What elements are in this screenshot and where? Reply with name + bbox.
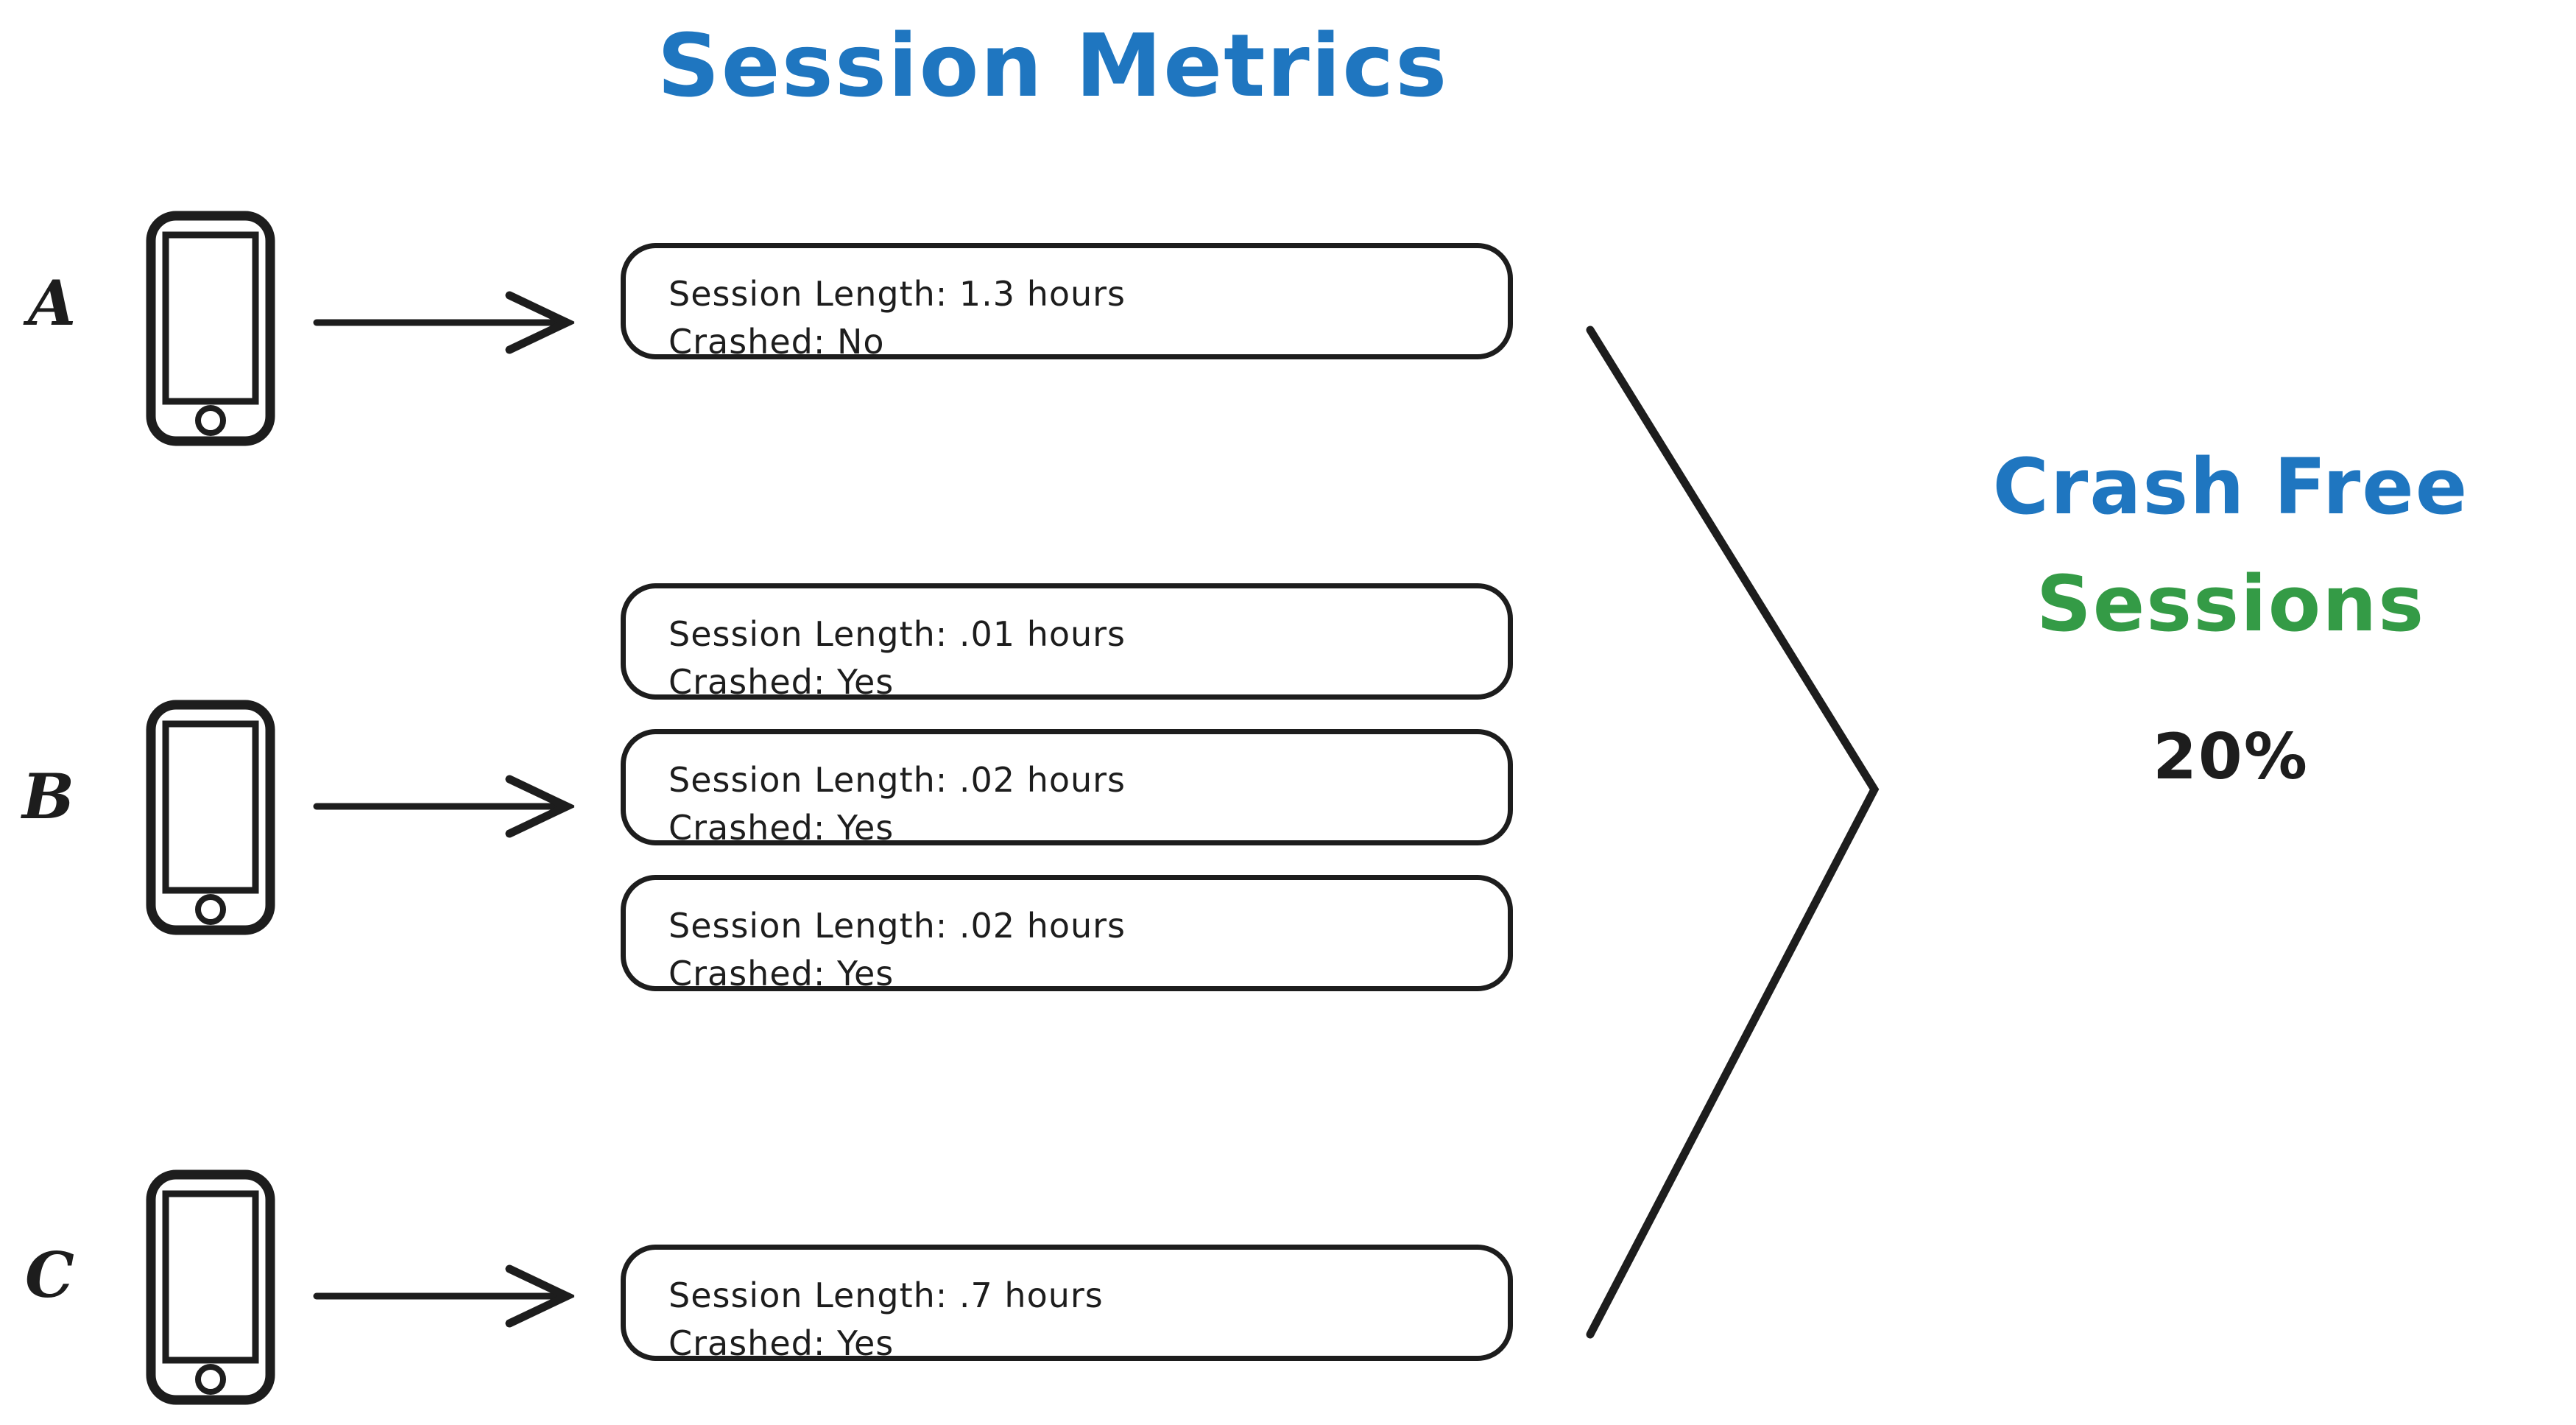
session-card[interactable]: Session Length: .02 hours Crashed: Yes xyxy=(621,875,1513,993)
session-length-line: Session Length: 1.3 hours xyxy=(668,274,1126,314)
session-card[interactable]: Session Length: .7 hours Crashed: Yes xyxy=(621,1245,1513,1363)
session-length-line: Session Length: .7 hours xyxy=(668,1276,1104,1315)
session-crashed-line: Crashed: Yes xyxy=(668,954,894,994)
session-card[interactable]: Session Length: 1.3 hours Crashed: No xyxy=(621,243,1513,362)
phone-icon xyxy=(144,1169,277,1405)
crash-free-sessions-value: 20% xyxy=(2153,720,2309,795)
arrow-right-icon xyxy=(309,278,576,367)
session-length-line: Session Length: .02 hours xyxy=(668,906,1126,946)
session-card[interactable]: Session Length: .02 hours Crashed: Yes xyxy=(621,729,1513,848)
result-summary: Crash Free Sessions 20% xyxy=(1885,442,2576,792)
session-crashed-line: Crashed: Yes xyxy=(668,1323,894,1364)
arrow-right-icon xyxy=(309,762,576,851)
result-title-line-2: Sessions xyxy=(2036,558,2426,649)
result-title-line-1: Crash Free xyxy=(1992,442,2469,532)
session-crashed-line: Crashed: Yes xyxy=(668,808,894,848)
phone-icon xyxy=(144,700,277,935)
device-label-b: B xyxy=(22,760,74,833)
device-label-a: A xyxy=(28,267,77,339)
session-crashed-line: Crashed: No xyxy=(668,322,885,362)
arrow-right-icon xyxy=(309,1252,576,1340)
converging-bracket-icon xyxy=(1546,309,1914,1355)
device-label-c: C xyxy=(25,1239,74,1312)
session-length-line: Session Length: .01 hours xyxy=(668,614,1126,654)
session-card[interactable]: Session Length: .01 hours Crashed: Yes xyxy=(621,583,1513,702)
session-crashed-line: Crashed: Yes xyxy=(668,662,894,703)
phone-icon xyxy=(144,211,277,446)
session-length-line: Session Length: .02 hours xyxy=(668,760,1126,800)
page-title: Session Metrics xyxy=(657,15,1449,116)
